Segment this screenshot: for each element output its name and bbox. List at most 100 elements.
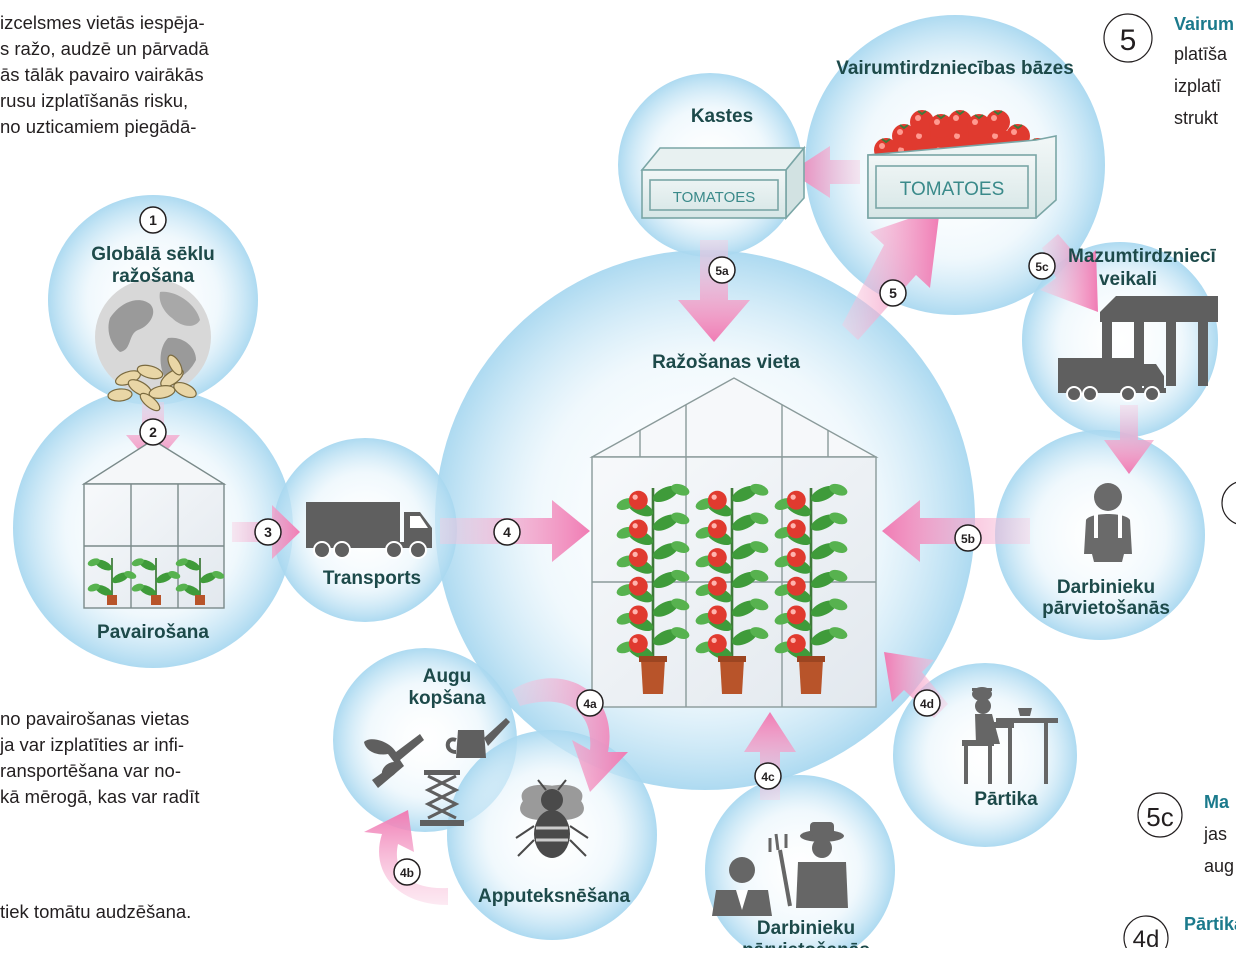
arrow-wholesale-to-retail xyxy=(1040,234,1098,312)
lower-paragraph: no pavairošanas vietas ja var izplatītie… xyxy=(0,706,199,810)
badge-food-text: 4d xyxy=(920,697,934,711)
badge-propagation: 2 xyxy=(139,418,167,446)
production-label: Ražošanas vieta xyxy=(652,352,800,373)
box-icon: TOMATOES xyxy=(640,145,806,221)
badge-boxes-text: 5a xyxy=(715,264,729,278)
pot xyxy=(107,595,117,605)
boxes-label: Kastes xyxy=(691,106,753,127)
arrow-pollination-to-care xyxy=(364,810,448,905)
arrow-wholesale-to-boxes xyxy=(790,146,860,198)
pot xyxy=(195,595,205,605)
pollination-label: Apputeksnēšana xyxy=(478,886,630,907)
intro-line: izcelsmes vietās iespēja- xyxy=(0,12,205,33)
badge-retail-text: 5c xyxy=(1035,260,1049,274)
pot xyxy=(641,660,665,694)
pruning-shears-icon xyxy=(364,734,424,788)
side-note-1-title: Vairum xyxy=(1174,14,1234,34)
lower-line: no pavairošanas vietas xyxy=(0,708,190,729)
lower-line: ja var izplatīties ar infi- xyxy=(0,734,185,755)
arrow-workers-to-production xyxy=(882,500,1030,562)
workers-bottom-label-line1: Darbinieku xyxy=(757,918,855,939)
tomato xyxy=(628,605,648,625)
tomato xyxy=(707,519,727,539)
badge-workers_bottom-text: 4c xyxy=(761,770,775,784)
plant-care-label-line1: Augu xyxy=(423,666,472,687)
retail-label-line2: veikali xyxy=(1099,269,1157,290)
tomato xyxy=(707,576,727,596)
badge-production-text: 4 xyxy=(503,524,511,540)
side-note-1-line2: izplatī xyxy=(1174,76,1221,96)
plant xyxy=(774,483,848,660)
side-note-2-badge-circle xyxy=(1137,792,1183,838)
bottom-line: tiek tomātu audzēšana. xyxy=(0,901,192,922)
tomato xyxy=(628,490,648,510)
badge-production: 4 xyxy=(493,518,521,546)
badge-propagation-text: 2 xyxy=(149,424,157,440)
intro-paragraph: izcelsmes vietās iespēja- s ražo, audzē … xyxy=(0,10,209,140)
plant xyxy=(695,483,769,660)
lower-line: ransportēšana var no- xyxy=(0,760,181,781)
badge-workers_right-text: 5b xyxy=(961,532,975,546)
pot xyxy=(720,660,744,694)
side-note-3-badge: 4d xyxy=(1133,926,1160,948)
bee-icon xyxy=(515,779,589,858)
badge-workers_right: 5b xyxy=(954,524,982,552)
intro-line: no uzticamiem piegādā- xyxy=(0,116,197,137)
seed-label-line1: Globālā sēklu xyxy=(91,244,215,265)
transport-label: Transports xyxy=(323,568,421,589)
workers-right-label-line1: Darbinieku xyxy=(1057,577,1155,598)
propagation-label: Pavairošana xyxy=(97,622,209,643)
crate-large-label: TOMATOES xyxy=(900,179,1005,200)
arrow-boxes-to-production xyxy=(678,240,750,342)
pot xyxy=(799,660,823,694)
badge-pollination-text: 4b xyxy=(400,866,414,880)
farmer-icon xyxy=(768,822,848,908)
badge-workers_bottom: 4c xyxy=(754,762,782,790)
tomato xyxy=(707,490,727,510)
lower-line: kā mērogā, kas var radīt xyxy=(0,786,200,807)
node-labels: Globālā sēklu ražošana Pavairošana Trans… xyxy=(91,58,1217,953)
worker-icon xyxy=(1084,483,1132,562)
badge-plant_care-text: 4a xyxy=(583,697,597,711)
workers-right-label-line2: pārvietošanās xyxy=(1042,598,1170,619)
badge-wholesale: 5 xyxy=(879,279,907,307)
diner-icon xyxy=(962,687,1058,784)
side-note-2-line2: aug xyxy=(1204,856,1234,876)
workers-bottom-label-line2: pārvietošanās xyxy=(742,940,870,948)
plant-care-label-line2: kopšana xyxy=(408,688,486,709)
seed-label-line2: ražošana xyxy=(112,266,195,287)
tomato xyxy=(707,605,727,625)
intro-line: rusu izplatīšanās risku, xyxy=(0,90,189,111)
tomato xyxy=(786,548,806,568)
seedling-plants xyxy=(87,558,225,605)
badge-plant_care: 4a xyxy=(576,689,604,717)
intro-line: s ražo, audzē un pārvadā xyxy=(0,38,209,59)
side-note-1-badge: 5 xyxy=(1120,24,1137,57)
man-icon xyxy=(712,857,772,916)
tomato xyxy=(628,634,648,654)
globe-icon xyxy=(95,279,211,395)
arrow-production-to-wholesale xyxy=(842,208,940,340)
badge-wholesale-text: 5 xyxy=(889,285,897,301)
badge-seed-text: 1 xyxy=(149,212,157,228)
tomato xyxy=(628,519,648,539)
bottom-paragraph: tiek tomātu audzēšana. xyxy=(0,899,191,925)
seeds-icon xyxy=(107,354,197,412)
side-note-3-title: Pārtika xyxy=(1184,914,1236,934)
intro-line: ās tālāk pavairo vairākās xyxy=(0,64,204,85)
tomato xyxy=(707,548,727,568)
side-note-2-badge: 5c xyxy=(1146,802,1173,832)
tomato xyxy=(707,634,727,654)
tomato xyxy=(786,634,806,654)
scissor-lift-icon xyxy=(420,770,464,826)
store-icon xyxy=(1058,296,1218,402)
tomato xyxy=(786,576,806,596)
retail-label-line1: Mazumtirdzniecī xyxy=(1068,246,1217,267)
arrow-retail-to-workers xyxy=(1104,405,1154,474)
badge-food: 4d xyxy=(913,689,941,717)
side-note-1-line3: strukt xyxy=(1174,108,1218,128)
truck-icon xyxy=(306,502,432,559)
wholesale-label: Vairumtirdzniecības bāzes xyxy=(836,58,1074,79)
badge-boxes: 5a xyxy=(708,256,736,284)
